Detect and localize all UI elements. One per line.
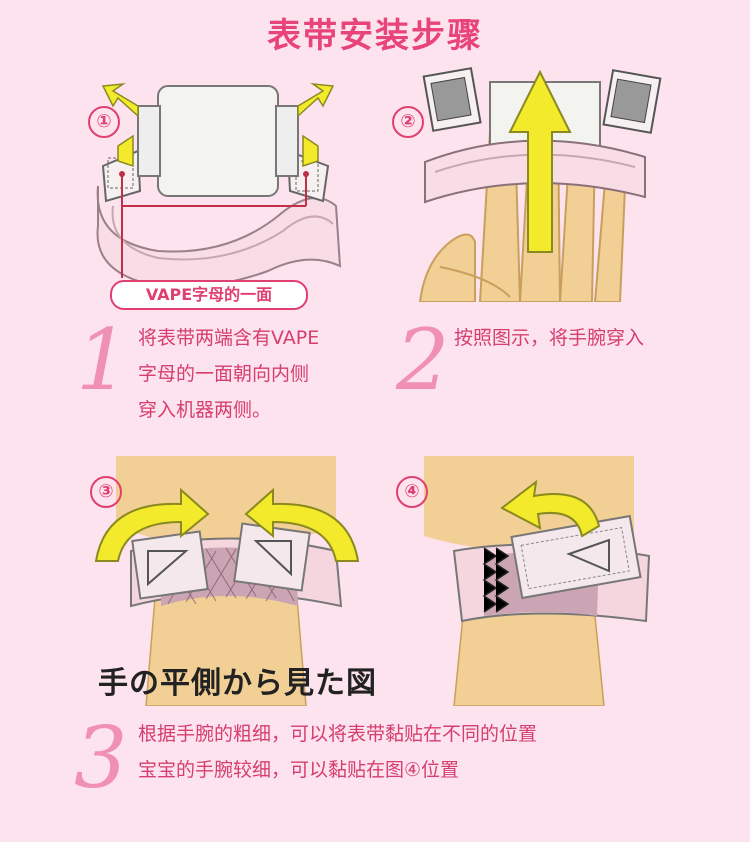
illustration-step-1: ① <box>78 66 358 306</box>
step-1-line: 将表带两端含有VAPE <box>138 327 320 349</box>
step-number-2: 2 <box>396 311 450 409</box>
vape-side-callout: VAPE字母的一面 <box>110 280 308 310</box>
step-1-text: 将表带两端含有VAPE 字母的一面朝向内侧 穿入机器两侧。 <box>138 320 319 428</box>
step-1-line: 字母的一面朝向内侧 <box>138 363 310 385</box>
step-badge-3: ③ <box>90 476 122 508</box>
step-3-line: 宝宝的手腕较细，可以黏贴在图④位置 <box>138 759 460 781</box>
page-title: 表带安装步骤 <box>267 16 483 56</box>
step-2-text: 按照图示，将手腕穿入 <box>454 320 644 356</box>
step-badge-1: ① <box>88 106 120 138</box>
palm-side-view-caption: 手の平側から見た図 <box>98 666 377 701</box>
palm-side-strap-illustration <box>94 456 360 706</box>
step-1-line: 穿入机器两侧。 <box>138 399 272 421</box>
step-3-line: 根据手腕的粗细，可以将表带黏贴在不同的位置 <box>138 723 538 745</box>
wrist-through-strap-illustration <box>418 67 662 302</box>
step-number-3: 3 <box>74 709 128 807</box>
step-badge-2: ② <box>392 106 424 138</box>
step-2-line: 按照图示，将手腕穿入 <box>454 327 645 349</box>
illustration-step-2: ② <box>380 62 670 302</box>
device-strap-illustration <box>96 82 342 288</box>
step-3-text: 根据手腕的粗细，可以将表带黏贴在不同的位置 宝宝的手腕较细，可以黏贴在图④位置 <box>138 716 537 788</box>
step-number-1: 1 <box>76 311 130 409</box>
step-badge-4: ④ <box>396 476 428 508</box>
small-wrist-strap-illustration <box>424 456 651 706</box>
illustration-step-4: ④ <box>384 456 670 706</box>
illustration-step-3: ③ <box>86 456 368 706</box>
